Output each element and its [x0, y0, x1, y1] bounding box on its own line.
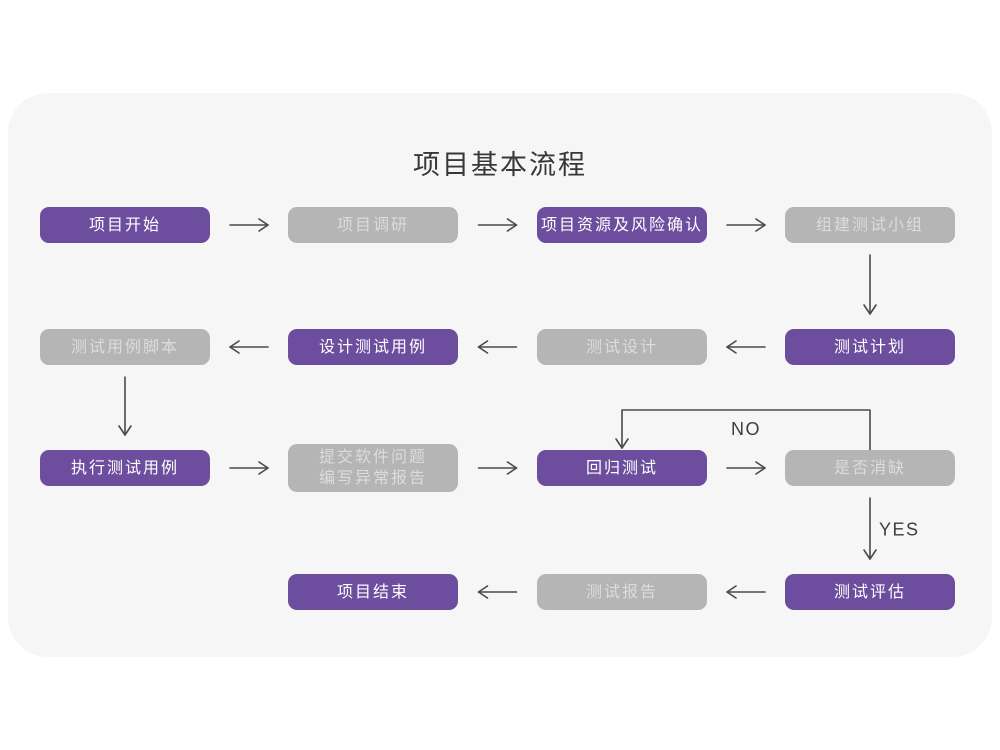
flow-node-issue-report: 提交软件问题 编写异常报告 — [288, 444, 458, 492]
flow-node-research: 项目调研 — [288, 207, 458, 243]
flow-node-test-report: 测试报告 — [537, 574, 707, 610]
flow-node-team: 组建测试小组 — [785, 207, 955, 243]
flow-node-plan: 测试计划 — [785, 329, 955, 365]
flow-node-regression: 回归测试 — [537, 450, 707, 486]
flow-node-risk: 项目资源及风险确认 — [537, 207, 707, 243]
flow-node-label: 回归测试 — [585, 459, 658, 477]
flow-node-label: 项目结束 — [336, 583, 409, 601]
flow-node-label: 提交软件问题 编写异常报告 — [318, 449, 427, 487]
flow-node-scripts: 测试用例脚本 — [40, 329, 210, 365]
flow-node-label: 组建测试小组 — [815, 216, 924, 234]
flow-node-design-cases: 设计测试用例 — [288, 329, 458, 365]
flow-node-execute: 执行测试用例 — [40, 450, 210, 486]
flow-node-label: 执行测试用例 — [70, 459, 179, 477]
flow-node-label: 是否消缺 — [833, 459, 906, 477]
flow-node-evaluation: 测试评估 — [785, 574, 955, 610]
diagram-title: 项目基本流程 — [413, 150, 587, 180]
flow-node-label: 测试计划 — [833, 338, 906, 356]
flow-node-label: 项目资源及风险确认 — [540, 216, 703, 234]
flow-node-end: 项目结束 — [288, 574, 458, 610]
flow-node-label: 测试报告 — [585, 583, 658, 601]
flow-node-label: 项目调研 — [336, 216, 409, 234]
flow-node-label: 测试评估 — [833, 583, 906, 601]
flow-node-defect-check: 是否消缺 — [785, 450, 955, 486]
diagram-card — [8, 93, 992, 657]
flow-node-test-design: 测试设计 — [537, 329, 707, 365]
flow-node-label: 测试设计 — [585, 338, 658, 356]
flow-node-start: 项目开始 — [40, 207, 210, 243]
flow-node-label: 项目开始 — [88, 216, 161, 234]
flow-node-label: 设计测试用例 — [318, 338, 427, 356]
flow-node-label: 测试用例脚本 — [70, 338, 179, 356]
